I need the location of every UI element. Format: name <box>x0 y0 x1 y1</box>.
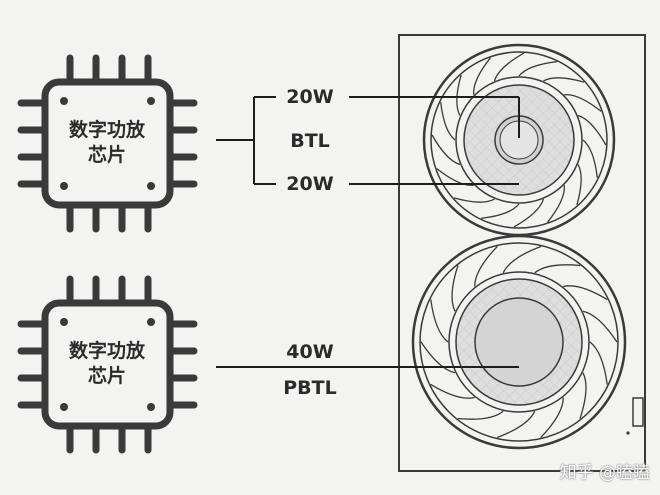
chip-top-label-line2: 芯片 <box>87 144 126 166</box>
surround-fin <box>481 203 520 219</box>
surround-fin <box>543 77 585 83</box>
mode-label-pbtl: PBTL <box>283 377 337 399</box>
chip-top-label-line1: 数字功放 <box>68 119 145 141</box>
cabinet-port <box>632 397 644 427</box>
surround-fin <box>577 114 607 146</box>
surround-fin <box>457 410 504 420</box>
surround-fin <box>496 410 536 439</box>
power-label-bottom: 40W <box>286 341 334 363</box>
surround-fin <box>534 264 581 274</box>
connection-lines <box>216 96 520 368</box>
surround-fin <box>430 299 449 343</box>
chip-top <box>17 54 198 233</box>
surround-fin <box>540 397 564 439</box>
surround-fin <box>436 168 474 186</box>
speaker-cabinet <box>398 34 646 472</box>
surround-fin <box>420 341 456 374</box>
chip-bottom <box>17 275 198 454</box>
chip-bottom-label-line2: 芯片 <box>87 365 126 387</box>
surround-fin <box>493 52 525 82</box>
surround-fin <box>513 198 545 228</box>
surround-fin <box>576 164 582 206</box>
cabinet-led <box>626 431 630 435</box>
surround-fin <box>502 245 542 274</box>
chip-bottom-label-line1: 数字功放 <box>68 340 145 362</box>
chip-top-label: 数字功放 芯片 <box>52 118 162 168</box>
surround-fin <box>474 245 498 287</box>
power-label-top-upper: 20W <box>286 86 334 108</box>
chip-top-dots <box>60 97 155 190</box>
surround-fin <box>473 57 491 95</box>
speaker-driver-top <box>422 43 616 237</box>
chip-bottom-dots <box>60 318 155 411</box>
surround-fin <box>430 383 475 399</box>
surround-fin <box>589 341 608 385</box>
surround-fin <box>431 134 461 166</box>
mode-label-btl: BTL <box>290 130 330 152</box>
surround-fin <box>451 265 459 312</box>
surround-fin <box>579 372 587 419</box>
chip-bottom-label: 数字功放 芯片 <box>52 339 162 389</box>
surround-fin <box>547 185 565 223</box>
surround-fin <box>564 94 602 112</box>
power-label-top-lower: 20W <box>286 173 334 195</box>
surround-fin <box>518 61 557 77</box>
surround-fin <box>563 285 608 301</box>
speaker-driver-bottom <box>411 234 627 450</box>
surround-fin <box>582 139 598 178</box>
surround-fin <box>582 310 618 343</box>
surround-fin <box>456 74 462 116</box>
surround-fin <box>453 197 495 203</box>
surround-fin <box>440 102 456 141</box>
watermark-text: 知乎 @瞌瞌 <box>559 463 650 483</box>
